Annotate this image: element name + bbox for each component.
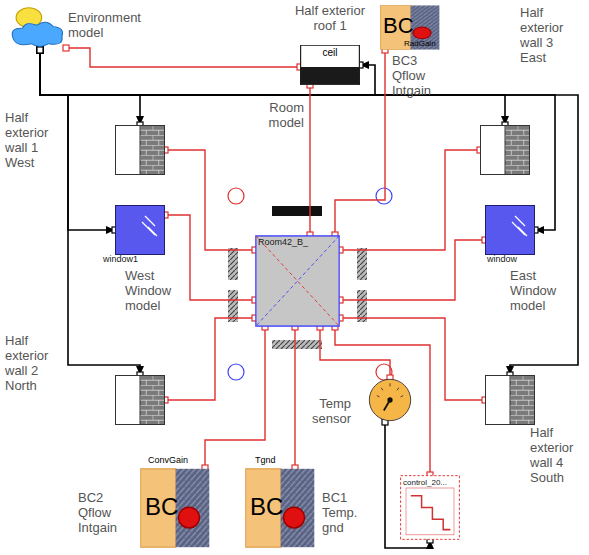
cloud-icon — [8, 5, 66, 50]
component-label: West Window model — [125, 268, 180, 313]
heat-port-wire — [165, 318, 255, 400]
wall-model: Half exterior wall 3 East — [480, 125, 530, 175]
icon-text: window — [487, 254, 537, 265]
component-label: Half exterior wall 2 North — [5, 333, 63, 393]
weather-bus-line — [40, 50, 555, 230]
icon-text: Tgnd — [255, 455, 295, 466]
icon-text: RadGain — [404, 39, 440, 49]
port-square — [37, 47, 43, 53]
ceiling-bar — [272, 206, 322, 216]
weather-bus-line — [40, 50, 140, 125]
icon-text: control_20... — [403, 478, 459, 488]
heat-port-wire — [340, 240, 485, 300]
port-circle — [228, 188, 244, 204]
temperature-sensor: Temp sensor — [368, 378, 412, 422]
heat-port-wire — [320, 327, 390, 378]
room-icon — [255, 235, 340, 327]
port-square — [37, 47, 43, 53]
component-label: Environment model — [68, 10, 156, 40]
component-label: East Window model — [510, 268, 565, 313]
component-label: Half exterior wall 3 East — [520, 5, 582, 65]
port-square — [37, 47, 43, 53]
wall-model: Half exterior wall 2 North — [115, 375, 165, 425]
component-label: Half exterior roof 1 — [290, 3, 370, 33]
controller: control_20... — [400, 475, 460, 540]
wall-surface-bar — [228, 290, 238, 322]
icon-text: window1 — [103, 254, 163, 265]
port-square — [37, 47, 43, 53]
wall-surface-bar — [357, 290, 367, 322]
component-label: Half exterior wall 4 South — [530, 425, 585, 485]
icon-text: BC — [383, 14, 423, 38]
component-label: Room model — [256, 100, 304, 130]
wall-icon — [115, 375, 165, 425]
boundary-condition: BCRadGainBC3 Qflow Intgain — [380, 5, 440, 50]
heat-port-wire — [294, 327, 295, 468]
heat-port-wire — [66, 48, 300, 67]
port-circle — [376, 188, 392, 204]
weather-bus-line — [40, 50, 578, 375]
floor-bar — [272, 340, 322, 349]
wall-icon — [485, 375, 535, 425]
wall-model: Half exterior wall 1 West — [115, 125, 165, 175]
port-square — [63, 45, 69, 51]
boundary-condition: TgndBCBC1 Temp. gnd — [245, 468, 315, 548]
wall-surface-bar — [228, 248, 238, 280]
component-label: Half exterior wall 1 West — [5, 110, 63, 170]
component-label: Temp sensor — [293, 396, 351, 426]
wall-model: Half exterior wall 4 South — [485, 375, 535, 425]
component-label: BC2 Qflow Intgain — [78, 490, 133, 535]
port-circle — [228, 364, 244, 380]
port-square — [37, 47, 43, 53]
icon-text: ConvGain — [148, 455, 208, 466]
port-square — [37, 47, 43, 53]
heat-port-wire — [309, 85, 310, 235]
room-model: Room modelRoom42_B_ — [255, 235, 340, 327]
wall-icon — [115, 125, 165, 175]
roof-model: Half exterior roof 1ceil — [300, 45, 360, 85]
heat-port-wire — [340, 318, 485, 400]
temp-icon — [368, 378, 412, 422]
boundary-condition: ConvGainBCBC2 Qflow Intgain — [140, 468, 210, 548]
window-model: window1West Window model — [115, 205, 165, 255]
environment-model: Environment model — [8, 5, 66, 50]
wall-icon — [480, 125, 530, 175]
heat-port-wire — [205, 327, 265, 468]
window-icon — [485, 205, 535, 255]
window-icon — [115, 205, 165, 255]
icon-text: BC — [250, 494, 294, 520]
component-label: BC1 Temp. gnd — [322, 490, 377, 535]
wall-surface-bar — [357, 248, 367, 280]
port-square — [37, 47, 43, 53]
icon-text: ceil — [300, 47, 360, 59]
heat-port-wire — [165, 150, 255, 250]
component-label: BC3 Qflow Intgain — [392, 53, 447, 98]
icon-text: BC — [145, 494, 189, 520]
heat-port-wire — [165, 215, 255, 300]
icon-text: Room42_B_ — [258, 237, 328, 248]
weather-bus-line — [40, 50, 115, 230]
window-model: windowEast Window model — [485, 205, 535, 255]
